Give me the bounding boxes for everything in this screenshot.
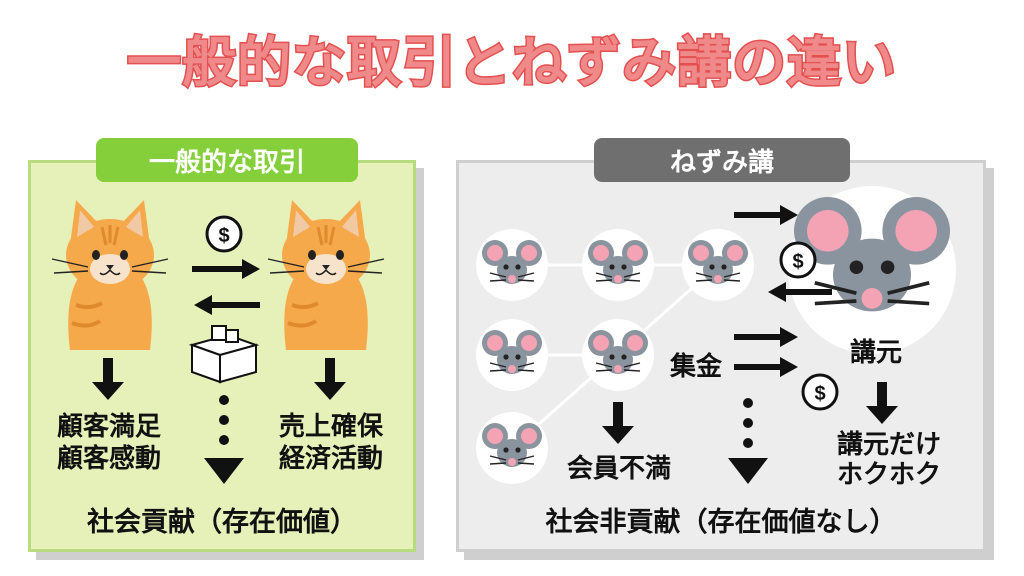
buyer-cat-icon [50,198,170,352]
mouse-node [476,412,548,484]
coin-symbol: $ [218,225,229,247]
member-arrow-down [602,402,634,444]
ellipsis-dots [743,398,753,448]
top-label: 講元 [849,338,902,368]
top-result-line2: ホクホク [836,460,941,490]
collection-label: 集金 [669,352,722,382]
mouse-node [682,229,754,301]
mouse-node [476,319,548,391]
collect-arrow [734,357,798,377]
top-arrow-down [866,382,898,424]
product-box-icon [188,325,260,384]
payment-arrow-right [192,259,260,279]
member-result: 会員不満 [566,454,671,484]
coin-symbol: $ [792,251,803,273]
seller-cat-icon [266,198,386,352]
delivery-arrow-left [194,295,260,315]
top-result-line1: 講元だけ [836,430,941,460]
mouse-node [476,229,548,301]
return-arrow-left [768,282,832,302]
big-arrow-down [204,458,244,484]
collect-arrow [734,327,798,347]
pyramid-scheme-conclusion: 社会非貢献（存在価値なし） [545,507,897,538]
top-mouse-node [788,186,956,354]
seller-benefit-line1: 売上確保 [278,412,383,442]
page-title: 一般的な取引とねずみ講の違い [126,30,898,96]
mouse-node [582,229,654,301]
normal-trade-conclusion: 社会貢献（存在価値） [87,507,357,538]
seller-benefit-line2: 経済活動 [278,444,383,474]
collect-arrow-top [734,205,798,225]
big-arrow-down [728,458,768,484]
buyer-benefit-line1: 顧客満足 [56,412,161,442]
pyramid-scheme-tag: ねずみ講 [594,138,850,182]
mouse-node [582,319,654,391]
normal-trade-tag: 一般的な取引 [96,138,358,182]
coin-symbol: $ [814,383,825,405]
buyer-arrow-down [92,358,124,400]
seller-arrow-down [314,358,346,400]
buyer-benefit-line2: 顧客感動 [56,444,161,474]
ellipsis-dots [219,395,229,445]
